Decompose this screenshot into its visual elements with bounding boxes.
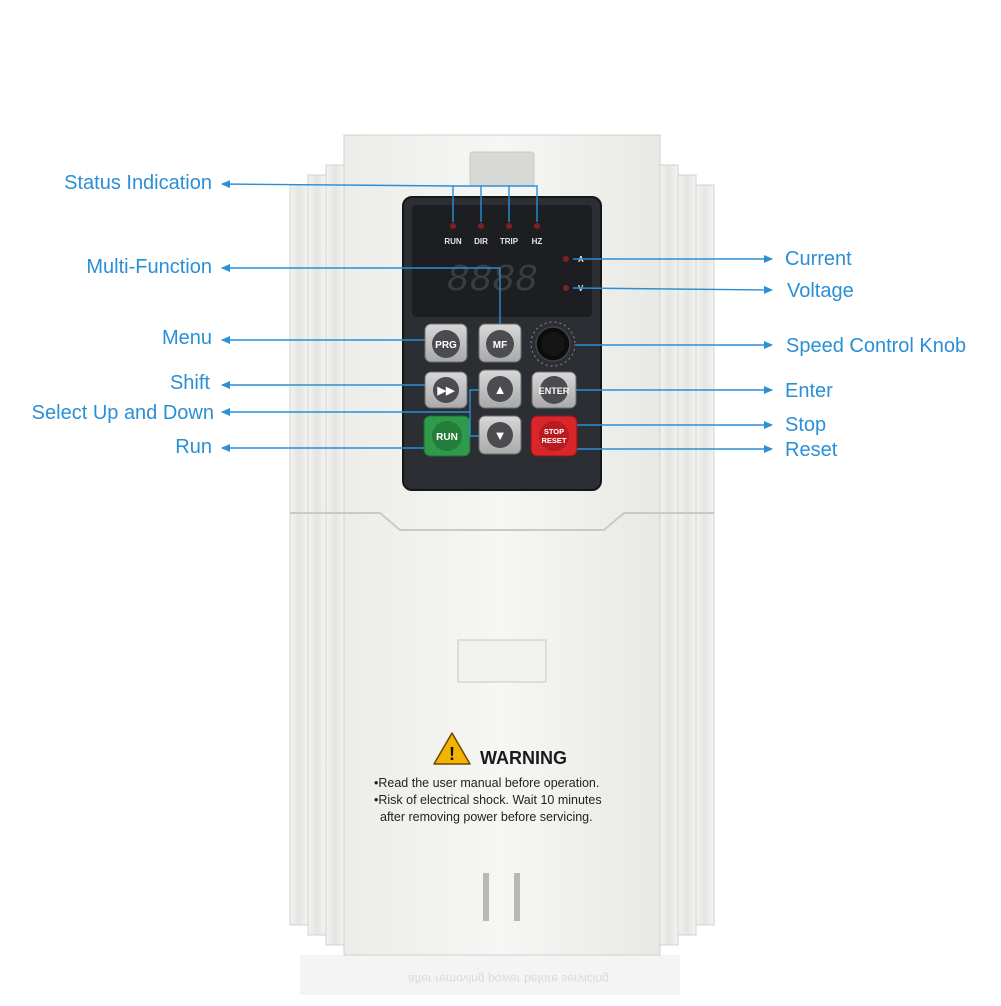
led-run xyxy=(450,223,456,229)
svg-text:!: ! xyxy=(449,744,455,764)
housing-fins-right xyxy=(659,164,715,946)
housing-fins-left xyxy=(289,164,345,946)
callout-select-up-down: Select Up and Down xyxy=(31,402,214,424)
reset-button-label: RESET xyxy=(541,436,566,445)
warning-line-2: •Risk of electrical shock. Wait 10 minut… xyxy=(374,793,602,807)
prg-button[interactable]: PRG xyxy=(424,323,468,363)
warning-line-1: •Read the user manual before operation. xyxy=(374,776,599,790)
callout-speed-knob: Speed Control Knob xyxy=(786,335,967,357)
indicator-label-hz: HZ xyxy=(532,237,543,246)
prg-button-label: PRG xyxy=(435,340,457,351)
down-button[interactable]: ▼ xyxy=(478,415,522,455)
led-trip xyxy=(506,223,512,229)
cover-seam xyxy=(290,512,714,531)
run-button-label: RUN xyxy=(436,432,458,443)
seven-segment-display: 8888 xyxy=(446,259,537,302)
led-a xyxy=(563,256,569,262)
callout-multi-function: Multi-Function xyxy=(86,256,212,278)
stop-button-label: STOP xyxy=(544,427,564,436)
warning-line-3: after removing power before servicing. xyxy=(380,810,593,824)
enter-button-label: ENTER xyxy=(539,386,570,396)
mf-button[interactable]: MF xyxy=(478,323,522,363)
run-button[interactable]: RUN xyxy=(423,415,471,457)
warning-title: WARNING xyxy=(480,748,567,768)
bottom-terminals xyxy=(483,873,520,921)
mf-button-label: MF xyxy=(493,340,507,351)
shift-button[interactable]: ▶▶ xyxy=(424,371,468,409)
status-leds xyxy=(450,223,569,291)
callout-stop: Stop xyxy=(785,414,827,436)
led-hz xyxy=(534,223,540,229)
shift-button-label: ▶▶ xyxy=(437,385,455,397)
up-button[interactable]: ▲ xyxy=(478,369,522,409)
enter-button[interactable]: ENTER xyxy=(531,371,577,409)
down-button-label: ▼ xyxy=(494,428,507,443)
callout-enter: Enter xyxy=(785,380,833,402)
cover-window xyxy=(457,639,547,683)
stop-reset-button[interactable]: STOP RESET xyxy=(530,415,578,457)
indicator-label-dir: DIR xyxy=(474,237,488,246)
callout-shift: Shift xyxy=(169,372,210,394)
leader-status-bracket xyxy=(452,185,538,222)
indicator-label-run: RUN xyxy=(444,237,462,246)
callout-reset: Reset xyxy=(785,439,838,461)
led-v xyxy=(563,285,569,291)
leader-status xyxy=(221,180,454,189)
top-tab xyxy=(469,151,535,187)
warning-triangle-icon xyxy=(433,732,471,765)
callout-voltage: Voltage xyxy=(787,280,854,302)
indicator-label-trip: TRIP xyxy=(500,237,519,246)
callout-run: Run xyxy=(175,436,212,458)
callout-menu: Menu xyxy=(161,327,212,349)
leader-voltage xyxy=(572,285,773,294)
leader-lines xyxy=(221,180,773,453)
display-area xyxy=(412,205,592,317)
led-dir xyxy=(478,223,484,229)
floor-reflection xyxy=(300,955,680,995)
up-button-label: ▲ xyxy=(494,382,507,397)
callout-status-indication: Status Indication xyxy=(64,172,212,194)
warning-block: ! WARNING •Read the user manual before o… xyxy=(374,732,602,824)
reflection-text: after removing power before servicing. xyxy=(408,972,612,986)
callout-current: Current xyxy=(785,248,852,270)
speed-control-knob[interactable] xyxy=(530,321,576,367)
